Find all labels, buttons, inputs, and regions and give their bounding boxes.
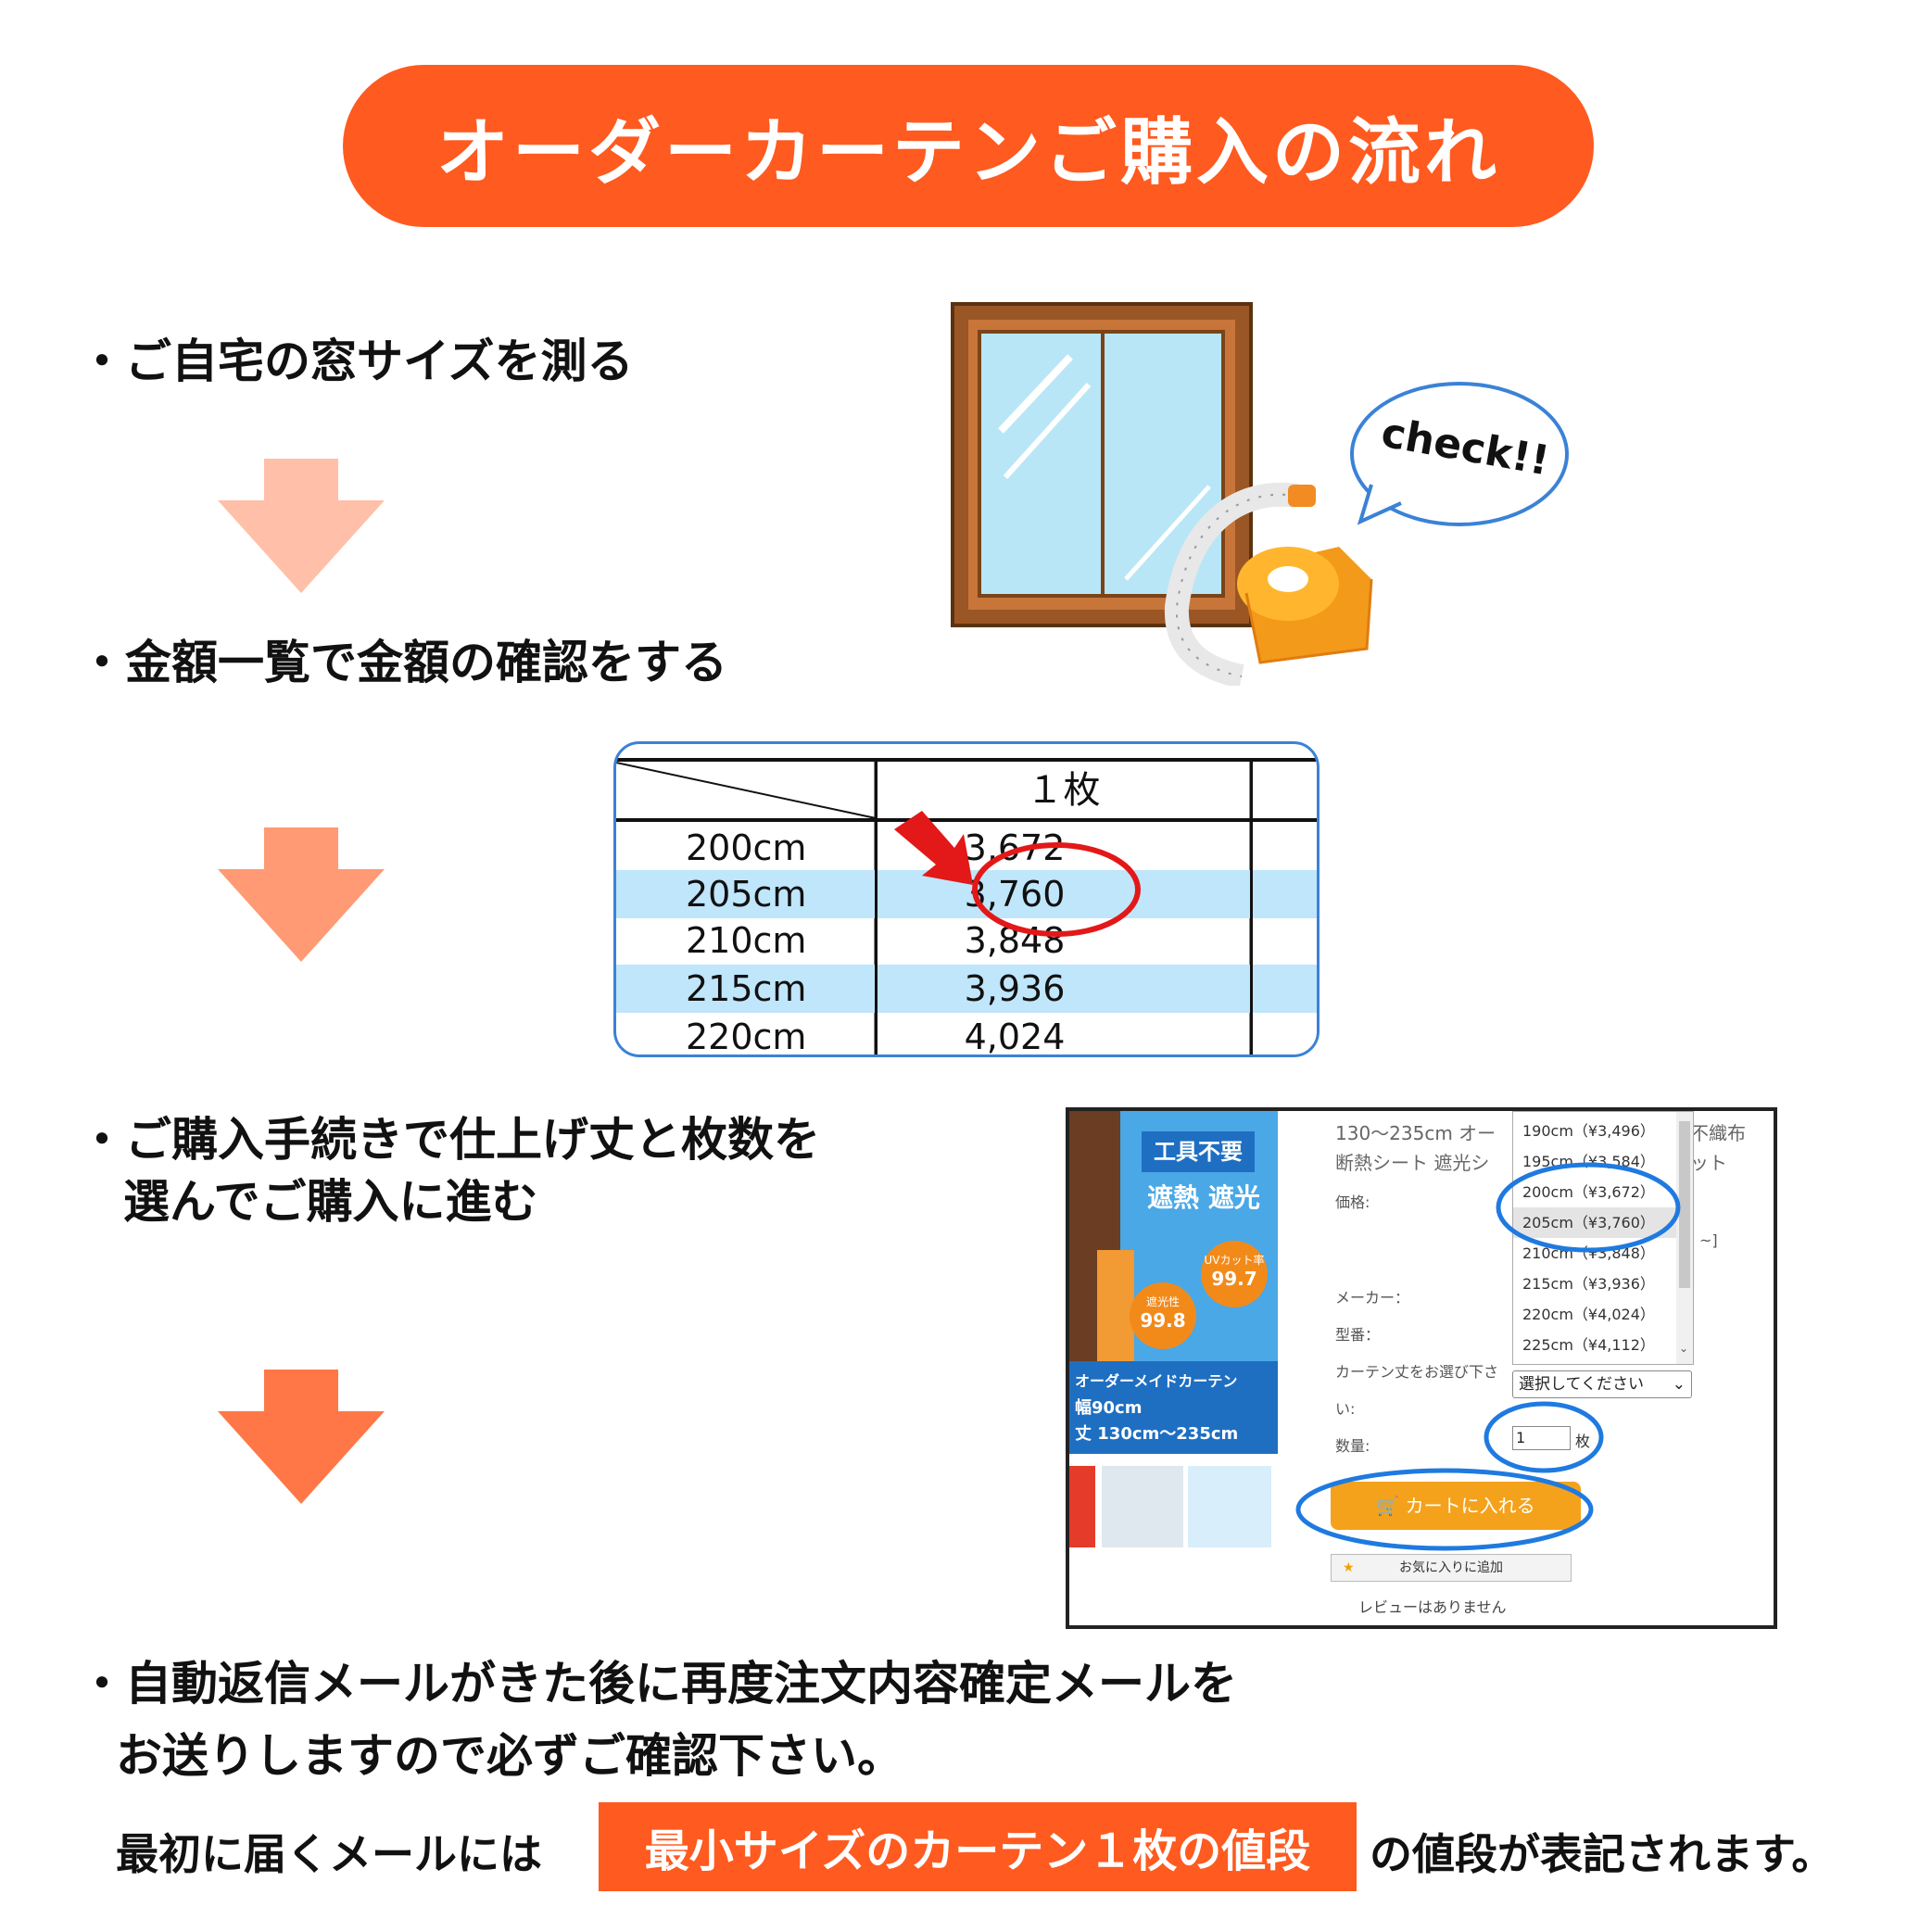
- row-size: 215cm: [686, 968, 807, 1009]
- table-row: 210cm 3,848: [616, 916, 1317, 965]
- page-title-banner: オーダーカーテンご購入の流れ: [343, 65, 1594, 227]
- thumbnail[interactable]: [1188, 1466, 1271, 1547]
- chevron-down-icon[interactable]: ⌄: [1679, 1342, 1689, 1355]
- table-header-one-sheet: １枚: [1026, 769, 1101, 812]
- window-illustration: [951, 302, 1253, 627]
- favorites-label: お気に入りに追加: [1399, 1560, 1503, 1575]
- table-row: 215cm 3,936: [616, 965, 1317, 1013]
- banner-length: 丈 130cm～235cm: [1075, 1424, 1239, 1444]
- table-row: 220cm 4,024: [616, 1013, 1317, 1057]
- maker-label: メーカー：: [1335, 1289, 1410, 1307]
- model-label: 型番：: [1335, 1326, 1381, 1344]
- uv-badge: UVカット率 99.7: [1201, 1241, 1268, 1307]
- step-confirmation-email-2: お送りしますので必ずご確認下さい。: [116, 1729, 903, 1783]
- add-to-favorites-button[interactable]: ★ お気に入りに追加: [1331, 1554, 1572, 1582]
- shade-badge: 遮光性 99.8: [1130, 1282, 1196, 1349]
- down-arrow-icon: [218, 1370, 385, 1504]
- row-size: 210cm: [686, 920, 807, 961]
- table-row: 200cm 3,672: [616, 824, 1317, 872]
- banner-info-box: オーダーメイドカーテン 幅90cm 丈 130cm～235cm: [1069, 1361, 1278, 1454]
- row-size: 220cm: [686, 1017, 807, 1057]
- review-text: レビューはありません: [1358, 1598, 1507, 1616]
- price-label: 価格:: [1335, 1193, 1370, 1211]
- product-name-line2: 断熱シート 遮光シ: [1335, 1152, 1490, 1174]
- step-measure-window: ・ご自宅の窓サイズを測る: [79, 335, 634, 388]
- row-price: 3,936: [964, 968, 1066, 1009]
- shade-value: 99.8: [1140, 1309, 1186, 1332]
- bracket-glyph: ~]: [1699, 1231, 1718, 1249]
- page-title: オーダーカーテンご購入の流れ: [436, 110, 1500, 195]
- banner-heading: 遮熱 遮光: [1147, 1182, 1260, 1213]
- step-confirmation-email: ・自動返信メールがきた後に再度注文内容確定メールを: [79, 1657, 1237, 1711]
- product-name-line2-right: ット: [1690, 1152, 1727, 1174]
- dropdown-option[interactable]: 210cm（¥3,848）: [1522, 1244, 1655, 1262]
- red-highlight-marker: [894, 811, 1141, 937]
- curtain-length-label: カーテン丈をお選び下さ: [1335, 1363, 1499, 1381]
- length-select[interactable]: 選択してください ⌄: [1512, 1370, 1692, 1398]
- row-size: 205cm: [686, 874, 807, 915]
- dropdown-scrollbar[interactable]: ⌄: [1676, 1112, 1693, 1364]
- check-speech-bubble: check!!: [1344, 375, 1571, 537]
- curtain-length-label-2: い:: [1335, 1400, 1356, 1418]
- quantity-label: 数量:: [1335, 1437, 1370, 1455]
- dropdown-option[interactable]: 200cm（¥3,672）: [1522, 1183, 1655, 1201]
- row-size: 200cm: [686, 827, 807, 868]
- product-name-line1: 130～235cm オー: [1335, 1122, 1496, 1144]
- down-arrow-icon: [218, 827, 385, 962]
- uv-value: 99.7: [1211, 1268, 1257, 1290]
- highlight-box: 最小サイズのカーテン１枚の値段: [599, 1802, 1357, 1891]
- dropdown-option[interactable]: 190cm（¥3,496）: [1522, 1122, 1655, 1140]
- dropdown-option[interactable]: 225cm（¥4,112）: [1522, 1336, 1655, 1354]
- dropdown-option[interactable]: 215cm（¥3,936）: [1522, 1275, 1655, 1293]
- quantity-input[interactable]: 1: [1512, 1426, 1571, 1450]
- thumbnail[interactable]: [1102, 1466, 1183, 1547]
- down-arrow-icon: [218, 459, 385, 593]
- bottom-prefix: 最初に届くメールには: [116, 1829, 542, 1879]
- uv-label: UVカット率: [1204, 1254, 1265, 1267]
- star-icon: ★: [1343, 1560, 1355, 1575]
- banner-width: 幅90cm: [1075, 1398, 1143, 1418]
- add-to-cart-button[interactable]: 🛒 カートに入れる: [1331, 1482, 1581, 1530]
- banner-tag: 工具不要: [1142, 1131, 1255, 1172]
- product-banner: 工具不要 遮熱 遮光 UVカット率 99.7 遮光性 99.8 オーダーメイドカ…: [1069, 1111, 1278, 1454]
- cart-icon: 🛒: [1376, 1495, 1400, 1517]
- shade-label: 遮光性: [1145, 1295, 1180, 1308]
- banner-title: オーダーメイドカーテン: [1075, 1372, 1238, 1390]
- product-name-line1-right: 不織布: [1690, 1122, 1746, 1144]
- step-check-price-list: ・金額一覧で金額の確認をする: [79, 636, 727, 689]
- step-select-length-quantity-2: 選んでご購入に進む: [123, 1175, 538, 1229]
- highlight-text: 最小サイズのカーテン１枚の値段: [644, 1825, 1311, 1877]
- dropdown-option[interactable]: 220cm（¥4,024）: [1522, 1306, 1655, 1323]
- quantity-unit: 枚: [1575, 1433, 1591, 1450]
- add-to-cart-label: カートに入れる: [1405, 1495, 1535, 1517]
- step-select-length-quantity: ・ご購入手続きで仕上げ丈と枚数を: [79, 1113, 820, 1167]
- dropdown-option[interactable]: 195cm（¥3,584）: [1522, 1153, 1655, 1170]
- row-price: 4,024: [964, 1017, 1066, 1057]
- length-dropdown-list[interactable]: 190cm（¥3,496） 195cm（¥3,584） 200cm（¥3,672…: [1512, 1111, 1694, 1365]
- tape-measure-icon: [1164, 482, 1373, 686]
- dropdown-option-selected[interactable]: 205cm（¥3,760）: [1513, 1207, 1689, 1238]
- thumbnail[interactable]: [1069, 1466, 1095, 1547]
- chevron-down-icon: ⌄: [1672, 1375, 1686, 1394]
- bottom-suffix: の値段が表記されます。: [1370, 1829, 1835, 1879]
- select-placeholder: 選択してください: [1519, 1375, 1644, 1394]
- shop-screenshot: 工具不要 遮熱 遮光 UVカット率 99.7 遮光性 99.8 オーダーメイドカ…: [1066, 1107, 1777, 1629]
